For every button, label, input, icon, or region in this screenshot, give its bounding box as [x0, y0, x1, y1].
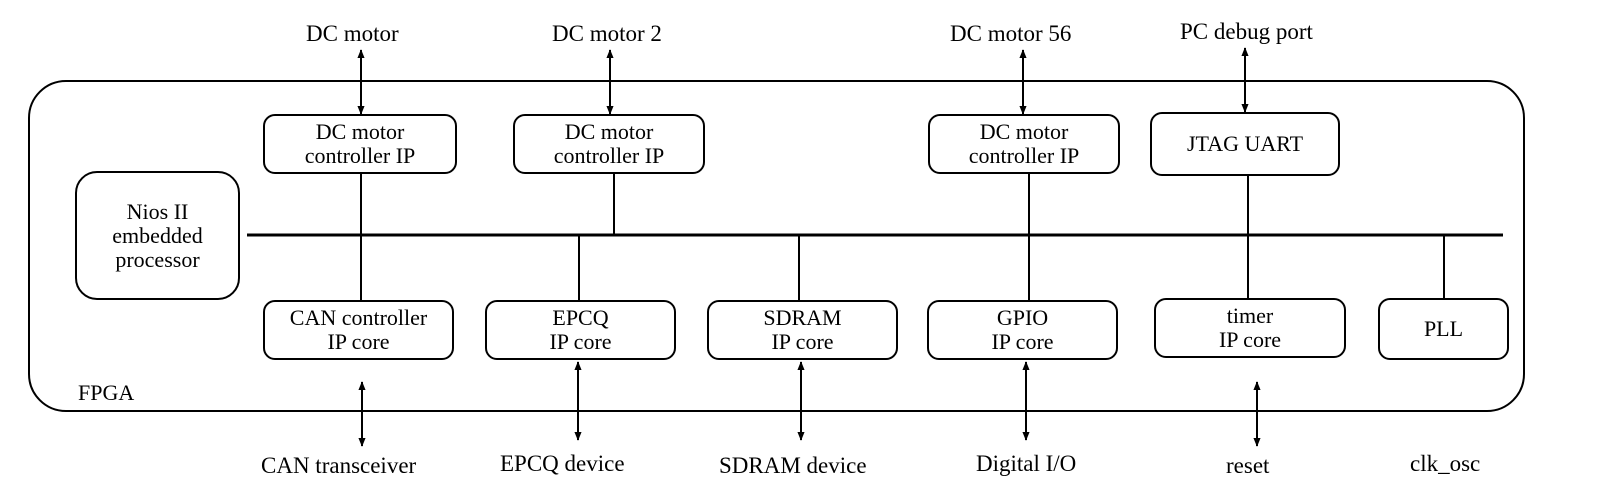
label-dc-motor-2: DC motor 2	[552, 21, 662, 46]
block-line-1: DC motor	[564, 119, 654, 144]
block-line-2: IP core	[549, 329, 612, 354]
block-line-2: controller IP	[968, 143, 1080, 168]
block-line-2: IP core	[771, 329, 834, 354]
block-line-1: timer	[1226, 303, 1274, 328]
block-line-2: controller IP	[553, 143, 665, 168]
processor-line-2: embedded	[112, 222, 203, 248]
label-reset: reset	[1226, 453, 1270, 478]
label-epcq-device: EPCQ device	[500, 451, 625, 476]
epcq-block: EPCQ IP core	[485, 300, 676, 360]
label-dc-motor-56: DC motor 56	[950, 21, 1072, 46]
block-line-1: JTAG UART	[1186, 131, 1304, 156]
block-line-1: CAN controller	[289, 305, 428, 330]
label-pc-debug-port: PC debug port	[1180, 19, 1313, 44]
gpio-block: GPIO IP core	[927, 300, 1118, 360]
fpga-label: FPGA	[78, 380, 135, 405]
label-dc-motor: DC motor	[306, 21, 399, 46]
block-line-1: EPCQ	[552, 305, 609, 330]
fpga-boundary	[28, 80, 1525, 412]
dc-motor-controller-block-56: DC motor controller IP	[928, 114, 1120, 174]
pll-block: PLL	[1378, 298, 1509, 360]
label-can-transceiver: CAN transceiver	[261, 453, 417, 478]
can-controller-block: CAN controller IP core	[263, 300, 454, 360]
block-line-2: IP core	[991, 329, 1054, 354]
timer-block: timer IP core	[1154, 298, 1346, 358]
block-line-2: controller IP	[304, 143, 416, 168]
block-line-2: IP core	[1218, 327, 1282, 352]
label-clk-osc: clk_osc	[1410, 451, 1481, 476]
block-line-1: DC motor	[315, 119, 405, 144]
processor-line-3: processor	[115, 246, 200, 272]
block-line-2: IP core	[327, 329, 390, 354]
jtag-uart-block: JTAG UART	[1150, 112, 1340, 176]
processor-line-1: Nios II	[126, 198, 189, 224]
label-sdram-device: SDRAM device	[719, 453, 867, 478]
block-line-1: PLL	[1423, 316, 1464, 341]
nios-ii-processor-block: Nios II embedded processor	[75, 171, 240, 300]
sdram-block: SDRAM IP core	[707, 300, 898, 360]
block-line-1: GPIO	[996, 305, 1049, 330]
dc-motor-controller-block-1: DC motor controller IP	[263, 114, 457, 174]
block-line-1: SDRAM	[763, 305, 842, 330]
dc-motor-controller-block-2: DC motor controller IP	[513, 114, 705, 174]
label-digital-io: Digital I/O	[976, 451, 1077, 476]
block-line-1: DC motor	[979, 119, 1069, 144]
